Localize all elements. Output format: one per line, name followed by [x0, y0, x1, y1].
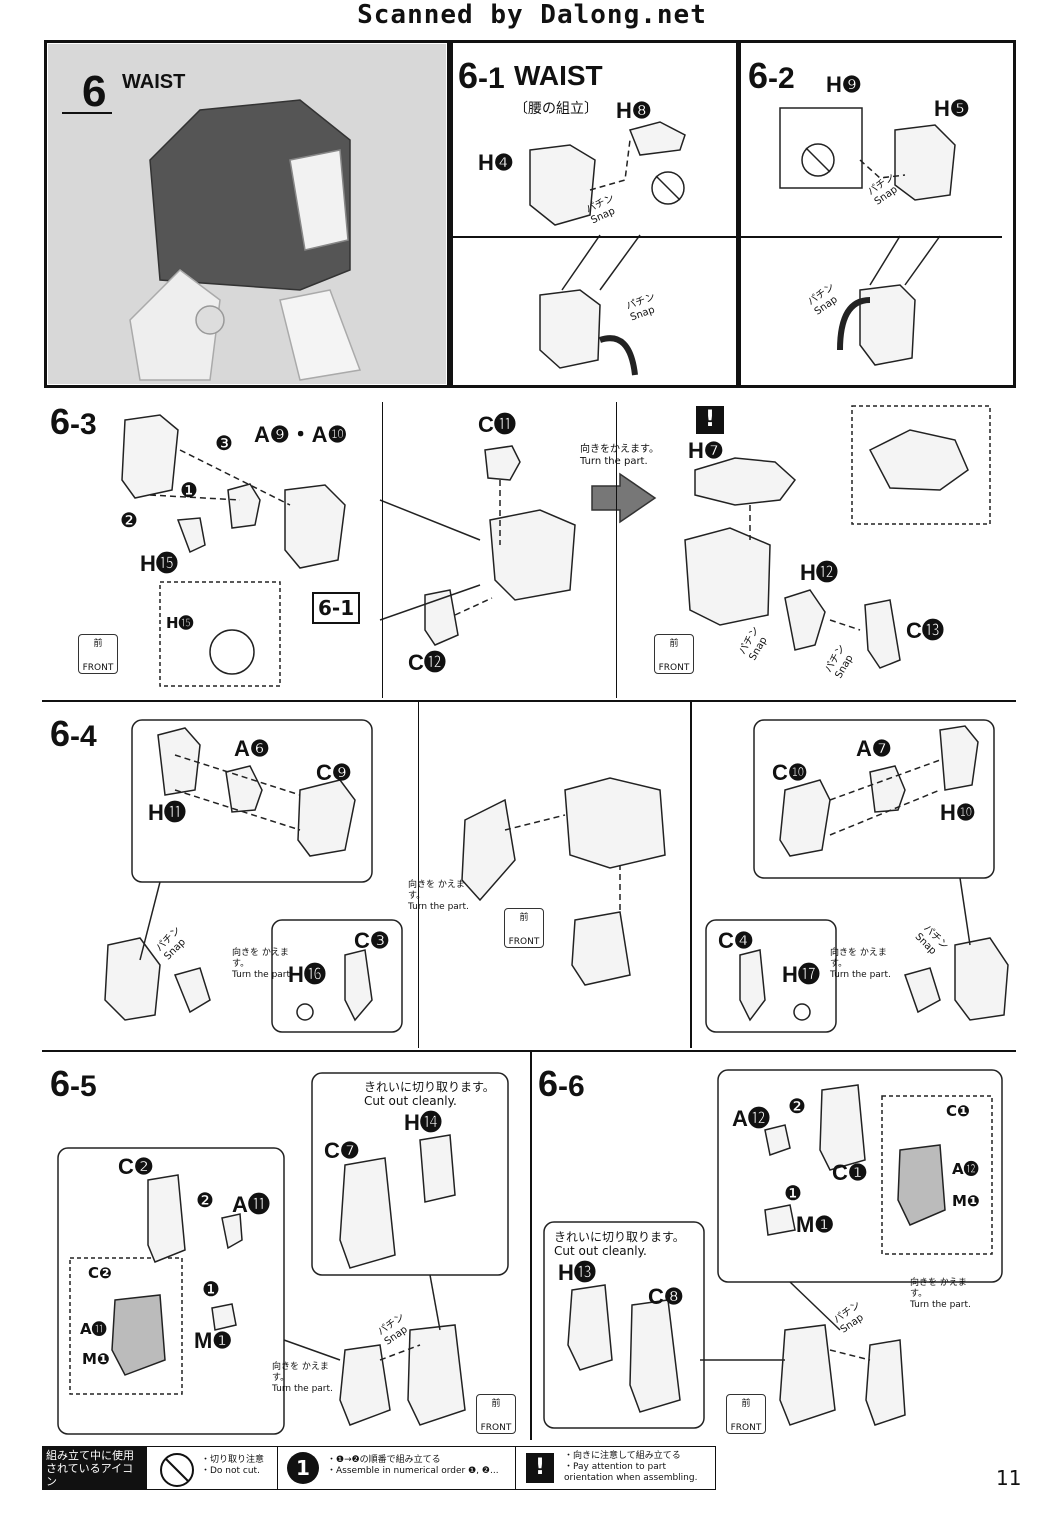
svg-text:❶: ❶	[180, 478, 198, 502]
part-label: C❶	[946, 1102, 970, 1120]
part-label: C⓬	[408, 650, 446, 675]
divider	[418, 702, 419, 1048]
svg-text:❷: ❷	[788, 1094, 806, 1118]
svg-text:❷: ❷	[196, 1188, 214, 1212]
step6-4-number: 6-4	[50, 713, 97, 754]
part-label: C❷	[88, 1264, 112, 1282]
orientation-legend: ! ・向きに注意して組み立てる・Pay attention to part or…	[516, 1446, 716, 1490]
part-label: C❾	[316, 760, 352, 785]
turn-note: 向きを かえます。Turn the part.	[910, 1278, 971, 1310]
part-label: A⓫	[232, 1192, 270, 1217]
cut-note: きれいに切り取ります。Cut out cleanly.	[364, 1080, 495, 1108]
part-label: C⓫	[478, 412, 516, 437]
turn-note: 向きを かえます。Turn the part.	[232, 948, 293, 980]
do-not-cut-text: ・切り取り注意・Do not cut.	[201, 1455, 265, 1476]
part-label: H⓯	[140, 551, 178, 576]
order-text: ・❶→❷の順番で組み立てる・Assemble in numerical orde…	[327, 1455, 499, 1476]
divider	[530, 1050, 532, 1440]
attention-icon: !	[696, 406, 724, 434]
part-label: M❶	[82, 1350, 110, 1368]
page-number: 11	[996, 1466, 1022, 1490]
part-label: M❶	[796, 1212, 835, 1237]
step6-number: 6	[82, 67, 107, 116]
part-label: A⓬	[732, 1106, 770, 1131]
step6-2-panel	[738, 40, 1016, 388]
turn-note: 向きを かえます。Turn the part.	[830, 948, 891, 980]
step6-3-number: 6-3	[50, 401, 97, 442]
step6-6-number: 6-6	[538, 1063, 585, 1104]
part-label: C❷	[118, 1154, 154, 1179]
part-label: C❽	[648, 1284, 684, 1309]
part-label: C⓭	[906, 618, 944, 643]
part-label: H⓫	[148, 800, 186, 825]
part-label: A❾・A❿	[254, 422, 348, 447]
divider	[42, 700, 1016, 702]
turn-note: 向きをかえます。Turn the part.	[580, 444, 659, 467]
divider	[42, 1050, 1016, 1052]
svg-text:❷: ❷	[120, 508, 138, 532]
step6-1-title-ja: 〔腰の組立〕	[514, 101, 598, 117]
part-label: H⓱	[782, 962, 820, 987]
part-label: H⓭	[558, 1260, 596, 1285]
cut-note: きれいに切り取ります。Cut out cleanly.	[554, 1230, 685, 1258]
divider	[277, 1447, 278, 1489]
turn-note: 向きを かえます。Turn the part.	[272, 1362, 333, 1394]
part-label: M❶	[194, 1328, 233, 1353]
step6-2-number: 6-2	[748, 55, 795, 96]
part-label: H❽	[616, 98, 652, 123]
svg-text:❸: ❸	[215, 431, 233, 455]
part-label: H⓰	[288, 962, 326, 987]
divider	[450, 236, 740, 238]
order-icon: 1	[287, 1452, 319, 1484]
svg-text:❶: ❶	[202, 1277, 220, 1301]
part-label: C❶	[832, 1160, 868, 1185]
orientation-text: ・向きに注意して組み立てる・Pay attention to part orie…	[564, 1451, 698, 1483]
divider	[382, 402, 383, 698]
part-label: H❼	[688, 438, 724, 463]
part-label: H⓬	[800, 560, 838, 585]
part-label: H⓯	[166, 614, 194, 632]
step6-5-number: 6-5	[50, 1063, 97, 1104]
divider	[740, 236, 1002, 238]
step6-panel	[44, 40, 450, 388]
part-label: H❿	[940, 800, 976, 825]
scan-credit: Scanned by Dalong.net	[357, 0, 707, 30]
part-label: C❸	[354, 928, 390, 953]
part-label: H❾	[826, 72, 862, 97]
step6-title: WAIST	[122, 71, 186, 93]
part-label: A❻	[234, 736, 270, 761]
turn-note: 向きを かえます。Turn the part.	[408, 880, 469, 912]
attention-icon: !	[526, 1453, 554, 1483]
part-label: C❼	[324, 1138, 360, 1163]
part-label: M❶	[952, 1192, 980, 1210]
step-reference: 6-1	[312, 592, 361, 624]
part-label: A❼	[856, 736, 892, 761]
do-not-cut-icon	[160, 1453, 194, 1487]
part-label: A⓬	[952, 1160, 979, 1178]
part-label: H❺	[934, 96, 970, 121]
divider	[690, 702, 692, 1048]
step6-1-title: WAIST	[514, 60, 603, 91]
step6-1-panel	[450, 40, 739, 388]
svg-text:❶: ❶	[784, 1181, 802, 1205]
underline	[62, 112, 112, 114]
step6-1-number: 6-1	[458, 55, 505, 96]
part-label: C❹	[718, 928, 754, 953]
part-label: H⓮	[404, 1110, 442, 1135]
divider	[616, 402, 617, 698]
part-label: A⓫	[80, 1320, 107, 1338]
part-label: C❿	[772, 760, 808, 785]
part-label: H❹	[478, 150, 514, 175]
